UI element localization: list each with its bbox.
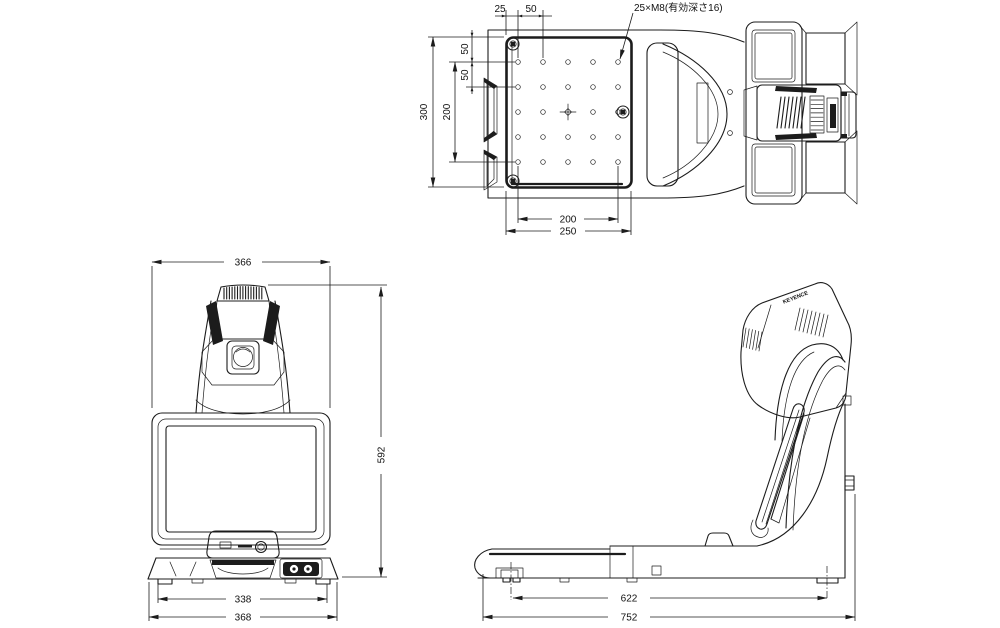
head-grip-hatch-upper xyxy=(794,307,829,338)
stage-clamp-top-left xyxy=(506,37,520,51)
side-view: KEYENCE 622 752 xyxy=(474,282,856,624)
foot-right xyxy=(315,578,331,585)
top-view-cover xyxy=(646,42,733,187)
dim-label-side-feet-span: 622 xyxy=(621,594,638,605)
stage-handle-left-upper xyxy=(483,77,498,143)
stage-plate xyxy=(505,36,633,189)
brand-label: KEYENCE xyxy=(782,290,809,305)
front-monitor xyxy=(151,412,331,546)
stage-clamp-right xyxy=(616,105,630,119)
stage-clamp-bottom-left xyxy=(506,174,520,188)
usb-port xyxy=(219,541,232,549)
head-grip-hatch-left xyxy=(742,327,763,352)
front-view-dimensions: 366 592 338 368 xyxy=(148,258,388,624)
rear-connector xyxy=(844,475,855,491)
power-button xyxy=(254,540,268,554)
top-view-dimensions: 300 200 50 50 25 50 25×M8(有効深さ16) 200 25 xyxy=(419,1,723,238)
dim-label-base-width: 368 xyxy=(235,613,252,624)
connector-panel xyxy=(279,558,323,579)
head-vent-slats xyxy=(809,95,825,134)
side-base xyxy=(474,532,846,600)
stage-center-crosshair xyxy=(559,103,577,121)
side-column xyxy=(756,356,855,579)
thread-note-label: 25×M8(有効深さ16) xyxy=(634,1,723,14)
top-view-camera-head xyxy=(743,84,857,142)
dim-label-plate-height: 300 xyxy=(419,103,430,120)
top-view-body-outline xyxy=(487,29,745,199)
dim-label-hole-margin: 25 xyxy=(494,4,506,15)
top-view-flanges xyxy=(799,21,858,205)
dim-label-overall-depth: 752 xyxy=(621,613,638,624)
dim-label-plate-width: 250 xyxy=(560,227,577,238)
dim-label-grid-width: 200 xyxy=(560,215,577,226)
head-side-vent-left xyxy=(206,301,223,345)
side-foot-left xyxy=(495,567,524,583)
dim-label-grid-height: 200 xyxy=(442,103,453,120)
dim-label-feet-span: 338 xyxy=(235,595,252,606)
head-side-vent-right xyxy=(263,301,280,345)
side-foot-right xyxy=(816,577,839,584)
dim-label-pitch-v1: 50 xyxy=(460,43,471,55)
side-camera-head: KEYENCE xyxy=(740,282,852,442)
front-camera-head xyxy=(195,284,291,415)
dim-label-hole-pitch: 50 xyxy=(525,4,537,15)
front-view: 366 592 338 368 xyxy=(147,258,388,624)
side-monitor xyxy=(750,403,811,538)
dim-label-pitch-v2: 50 xyxy=(460,69,471,81)
top-view-monitor xyxy=(745,21,803,205)
dim-label-overall-width: 366 xyxy=(235,258,252,269)
dim-label-overall-height: 592 xyxy=(377,446,388,463)
mounting-hole-grid xyxy=(515,59,621,165)
top-view: 300 200 50 50 25 50 25×M8(有効深さ16) 200 25 xyxy=(419,1,858,238)
head-grip-hatch xyxy=(776,96,806,129)
head-rib-grip xyxy=(223,286,263,300)
card-slot xyxy=(238,545,252,548)
camera-lens xyxy=(226,340,260,375)
monitor-stop-bracket xyxy=(704,532,734,547)
front-base xyxy=(147,548,339,585)
stage-handle-left-lower xyxy=(483,149,498,191)
foot-left xyxy=(157,578,173,585)
monitor-screen xyxy=(165,425,317,533)
side-view-dimensions: 622 752 xyxy=(482,494,856,624)
